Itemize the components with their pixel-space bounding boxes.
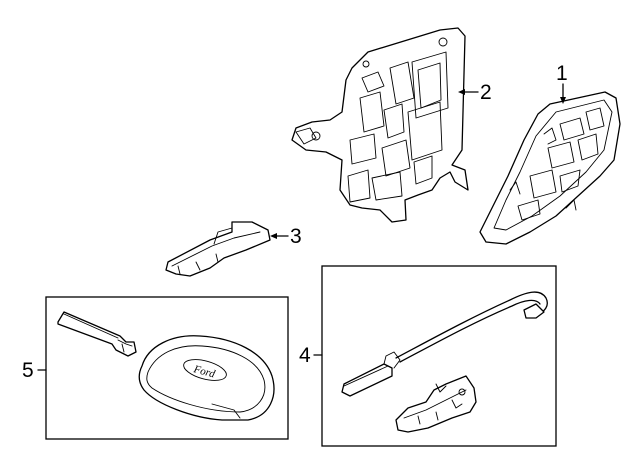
arrowhead-1 xyxy=(560,97,566,104)
callout-3: 3 xyxy=(290,225,302,248)
callout-2: 2 xyxy=(480,81,492,104)
part-3-clip xyxy=(165,221,271,277)
ford-logo-text: Ford xyxy=(191,363,216,381)
part-1-module xyxy=(479,91,621,245)
part-5-key-fob: Ford xyxy=(138,335,275,421)
part-4-bracket xyxy=(395,375,477,433)
part-4-box xyxy=(321,265,557,447)
callout-4: 4 xyxy=(299,344,311,367)
part-4-antenna xyxy=(341,291,548,397)
arrowhead-3 xyxy=(270,233,277,239)
part-5-key-blade xyxy=(57,311,137,357)
arrowhead-2 xyxy=(458,89,465,95)
part-2-bracket xyxy=(291,27,469,223)
callout-5: 5 xyxy=(22,359,34,382)
part-5-box xyxy=(45,296,289,440)
callout-1: 1 xyxy=(556,62,568,85)
